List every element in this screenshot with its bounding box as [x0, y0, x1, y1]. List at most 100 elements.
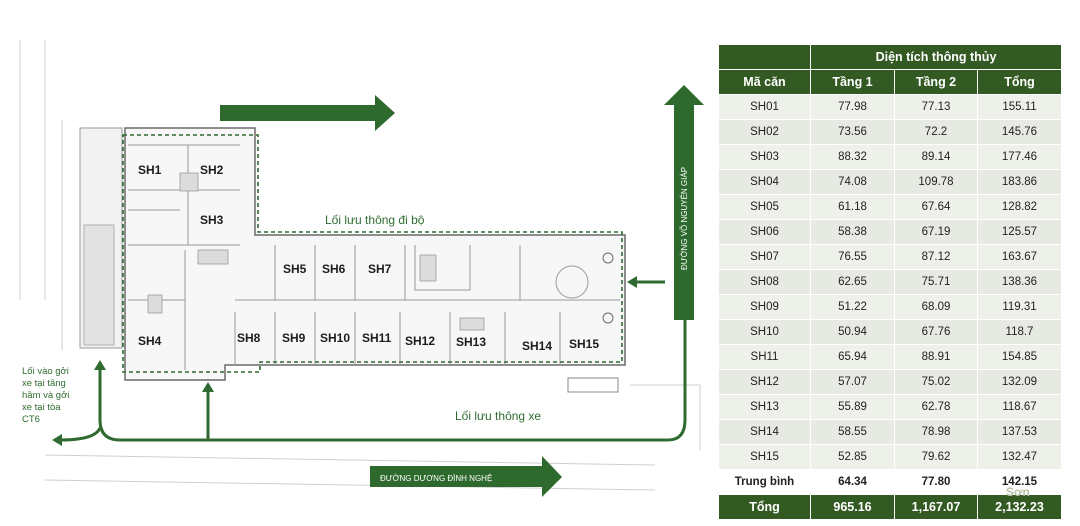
table-cell: 51.22	[810, 294, 895, 320]
total-cell: 1,167.07	[894, 494, 978, 520]
table-cell: 52.85	[810, 444, 895, 470]
table-cell: 57.07	[810, 369, 895, 395]
vehicle-route-label: Lối lưu thông xe	[455, 409, 541, 423]
unit-label: SH6	[322, 262, 346, 276]
arrow-left-icon	[52, 434, 62, 446]
table-cell: 74.08	[810, 169, 895, 195]
unit-label: SH13	[456, 335, 486, 349]
table-cell: 118.67	[977, 394, 1062, 420]
table-cell: 88.91	[894, 344, 978, 370]
table-cell: 125.57	[977, 219, 1062, 245]
column-header: Tầng 2	[894, 69, 978, 95]
table-cell: SH10	[718, 319, 811, 345]
table-cell: 155.11	[977, 94, 1062, 120]
column-header: Tổng	[977, 69, 1062, 95]
unit-label: SH14	[522, 339, 552, 353]
blank-header-cell	[718, 44, 811, 70]
table-cell: SH04	[718, 169, 811, 195]
parking-entry-line: xe tại tầng	[22, 378, 66, 389]
table-cell: 138.36	[977, 269, 1062, 295]
pedestrian-route-label: Lối lưu thông đi bộ	[325, 213, 425, 227]
table-cell: SH15	[718, 444, 811, 470]
parking-entry-line: CT6	[22, 414, 40, 425]
table-cell: 154.85	[977, 344, 1062, 370]
unit-label: SH10	[320, 331, 350, 345]
ramp-box	[567, 377, 619, 393]
table-cell: 50.94	[810, 319, 895, 345]
arrow-up-icon	[94, 360, 106, 370]
table-cell: 87.12	[894, 244, 978, 270]
table-cell: 128.82	[977, 194, 1062, 220]
right-block-arrow-icon	[664, 85, 704, 320]
interior-walls	[128, 144, 620, 370]
total-cell: Tổng	[718, 494, 811, 520]
unit-label: SH2	[200, 163, 224, 177]
table-cell: 77.13	[894, 94, 978, 120]
table-cell: 132.47	[977, 444, 1062, 470]
table-cell: 77.98	[810, 94, 895, 120]
table-cell: SH03	[718, 144, 811, 170]
parking-entry-label: Lối vào gởi xe tại tầng hầm và gởi xe tạ…	[22, 366, 69, 425]
area-table: Diện tích thông thủy Mã căn Tầng 1 Tầng …	[718, 44, 1062, 520]
parking-entry-line: hầm và gởi	[22, 390, 69, 401]
table-cell: 89.14	[894, 144, 978, 170]
unit-label: SH11	[362, 331, 392, 345]
average-cell: 77.80	[894, 469, 978, 495]
table-cell: SH05	[718, 194, 811, 220]
table-cell: 58.38	[810, 219, 895, 245]
table-cell: 62.65	[810, 269, 895, 295]
average-row: Trung bình 64.34 77.80 142.15	[718, 469, 1062, 495]
average-cell: Trung bình	[718, 469, 811, 495]
table-cell: 67.64	[894, 194, 978, 220]
arrow-left-icon	[627, 276, 637, 288]
top-block-arrow-icon	[220, 95, 395, 131]
table-cell: 67.76	[894, 319, 978, 345]
site-floor-plan: SH1 SH2 SH3 SH4 SH5 SH6 SH7 SH8 SH9 SH10…	[19, 40, 704, 497]
table-cell: 55.89	[810, 394, 895, 420]
unit-labels: SH1 SH2 SH3 SH4 SH5 SH6 SH7 SH8 SH9 SH10…	[138, 163, 599, 353]
unit-label: SH7	[368, 262, 392, 276]
table-cell: SH07	[718, 244, 811, 270]
unit-label: SH1	[138, 163, 162, 177]
unit-label: SH9	[282, 331, 306, 345]
bottom-block-arrow-icon	[370, 456, 562, 497]
table-cell: 73.56	[810, 119, 895, 145]
average-cell: 142.15	[977, 469, 1062, 495]
parking-entry-line: Lối vào gởi	[22, 366, 69, 377]
table-cell: 65.94	[810, 344, 895, 370]
table-cell: 177.46	[977, 144, 1062, 170]
group-header: Diện tích thông thủy	[810, 44, 1062, 70]
stair-cores	[147, 172, 485, 331]
table-cell: SH12	[718, 369, 811, 395]
adjacent-plot-hatch	[83, 224, 115, 346]
table-cell: SH11	[718, 344, 811, 370]
parking-entry-line: xe tại tòa	[22, 402, 61, 413]
table-cell: 79.62	[894, 444, 978, 470]
table-cell: 75.71	[894, 269, 978, 295]
table-cell: 61.18	[810, 194, 895, 220]
average-cell: 64.34	[810, 469, 895, 495]
table-cell: 88.32	[810, 144, 895, 170]
building-outline	[124, 127, 626, 381]
arrow-up-icon	[202, 382, 214, 392]
table-cell: 145.76	[977, 119, 1062, 145]
table-cell: 163.67	[977, 244, 1062, 270]
vehicle-route-lines	[59, 280, 687, 442]
table-cell: SH13	[718, 394, 811, 420]
unit-label: SH5	[283, 262, 307, 276]
table-cell: 67.19	[894, 219, 978, 245]
table-cell: 137.53	[977, 419, 1062, 445]
